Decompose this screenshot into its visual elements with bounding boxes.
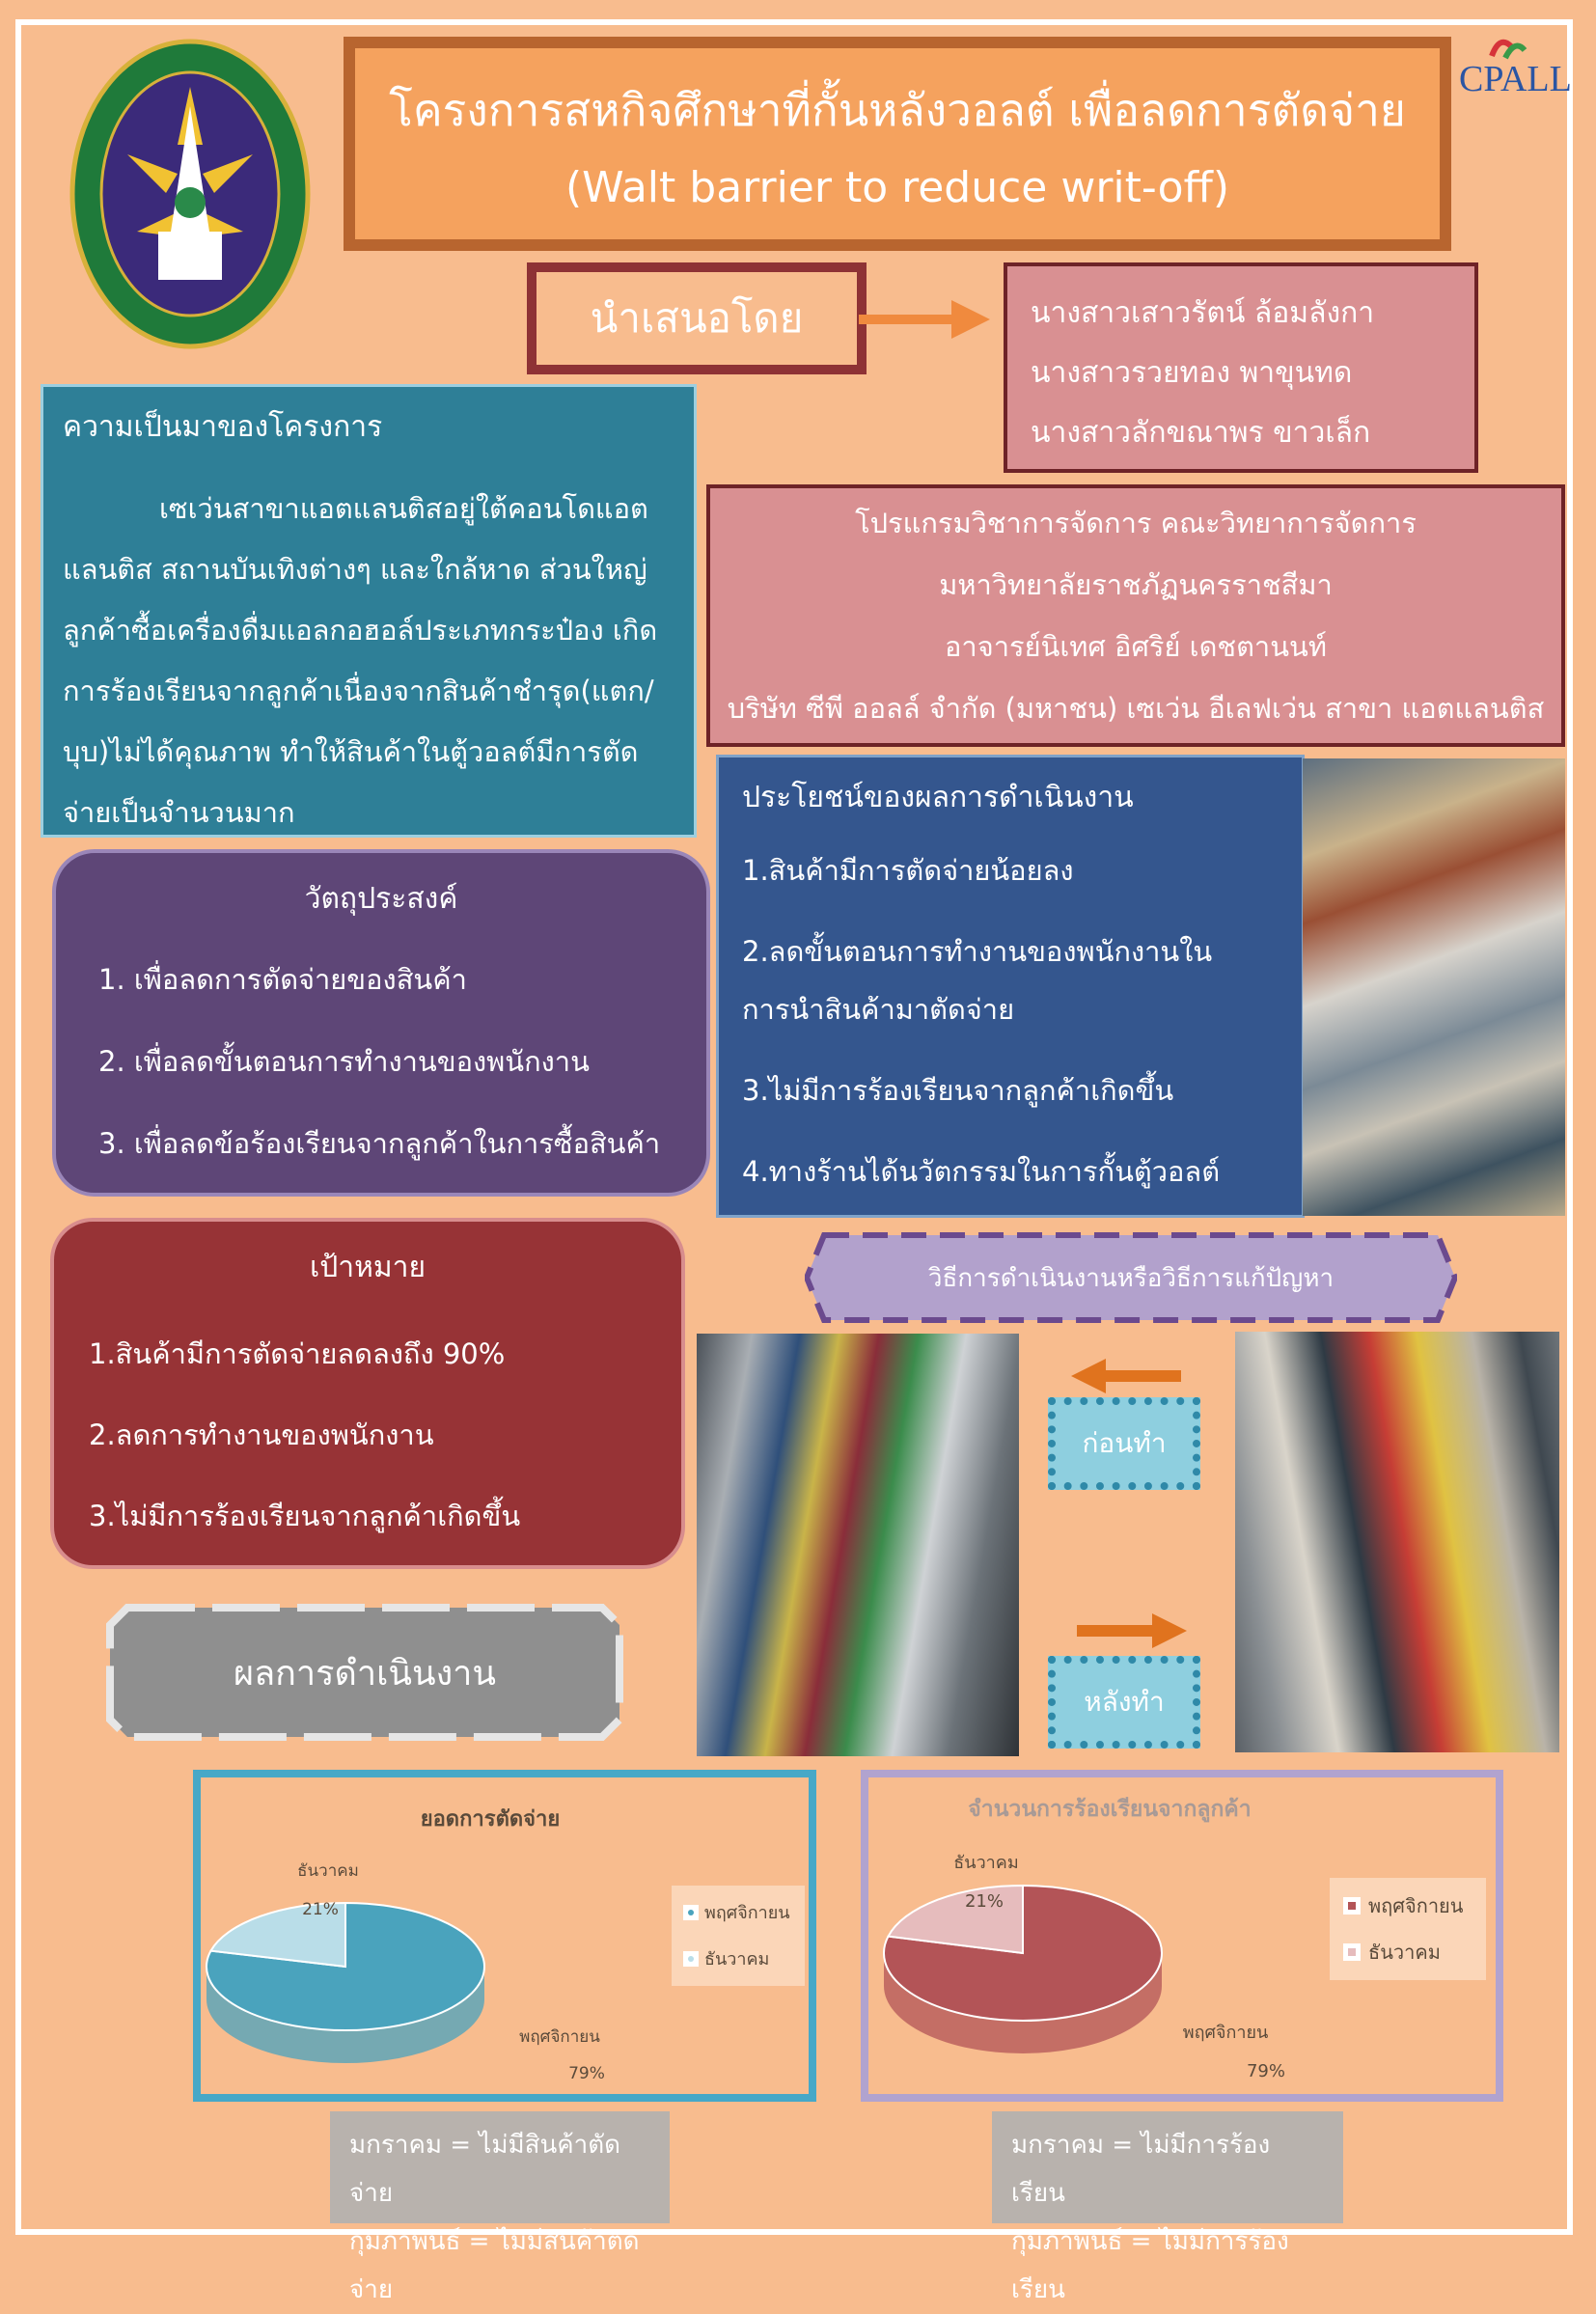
slice-category-label: ธันวาคม xyxy=(297,1861,359,1881)
presenter-name: นางสาวเสาวรัตน์ ล้อมลังกา xyxy=(1031,296,1375,330)
program-line: อาจารย์นิเทศ อิศริย์ เดชตานนท์ xyxy=(945,630,1327,663)
cpall-logo: CPALL xyxy=(1459,33,1572,100)
benefits-heading: ประโยชน์ของผลการดำเนินงาน xyxy=(742,781,1134,814)
cpall-logo-text: CPALL xyxy=(1459,59,1572,99)
slice-category-label: พฤศจิกายน xyxy=(519,2027,600,2047)
goals-section: เป้าหมาย 1.สินค้ามีการตัดจ่ายลดลงถึง 90%… xyxy=(50,1218,685,1569)
note-line: มกราคม = ไม่มีการร้องเรียน xyxy=(1011,2131,1271,2208)
before-photo xyxy=(697,1334,1019,1756)
background-heading: ความเป็นมาของโครงการ xyxy=(63,410,383,444)
benefits-section: ประโยชน์ของผลการดำเนินงาน 1.สินค้ามีการต… xyxy=(716,755,1305,1218)
complaint-note: มกราคม = ไม่มีการร้องเรียน กุมภาพันธ์ = … xyxy=(992,2111,1343,2304)
program-line: มหาวิทยาลัยราชภัฏนครราชสีมา xyxy=(939,568,1333,601)
before-tag: ก่อนทำ xyxy=(1048,1397,1200,1490)
objective-item: 3. เพื่อลดข้อร้องเรียนจากลูกค้าในการซื้อ… xyxy=(98,1127,661,1160)
chart-title: จำนวนการร้องเรียนจากลูกค้า xyxy=(968,1797,1251,1823)
chart-complaints: จำนวนการร้องเรียนจากลูกค้า ธันวาคม 21% พ… xyxy=(861,1770,1503,2102)
program-line: บริษัท ซีพี ออลล์ จำกัด (มหาชน) เซเว่น อ… xyxy=(727,692,1545,725)
shelf-photo xyxy=(1303,758,1565,1216)
title-line-1: โครงการสหกิจศึกษาที่กั้นหลังวอลต์ เพื่อล… xyxy=(389,84,1406,136)
slice-percent-label: 21% xyxy=(965,1891,1004,1912)
slice-percent-label: 79% xyxy=(1247,2061,1285,2081)
benefit-item: 2.ลดขั้นตอนการทำงานของพนักงานในการนำสินค… xyxy=(742,935,1213,1026)
legend-label: ธันวาคม xyxy=(1368,1941,1441,1964)
after-label: หลังทำ xyxy=(1084,1686,1165,1718)
arrow-right-icon xyxy=(1077,1613,1187,1648)
benefit-item: 3.ไม่มีการร้องเรียนจากลูกค้าเกิดขึ้น xyxy=(742,1074,1174,1107)
benefit-item: 1.สินค้ามีการตัดจ่ายน้อยลง xyxy=(742,854,1074,887)
chart-writeoff: ยอดการตัดจ่าย ธันวาคม 21% พฤศจิกายน 79% … xyxy=(193,1770,816,2102)
slice-category-label: ธันวาคม xyxy=(953,1853,1018,1873)
slice-percent-label: 21% xyxy=(302,1900,339,1919)
methods-banner: วิธีการดำเนินงานหรือวิธีการแก้ปัญหา xyxy=(805,1231,1457,1324)
arrow-right-icon xyxy=(859,300,990,339)
background-section: ความเป็นมาของโครงการ เซเว่นสาขาแอตแลนติส… xyxy=(41,384,697,838)
chart-writeoff-svg: ยอดการตัดจ่าย ธันวาคม 21% พฤศจิกายน 79% … xyxy=(206,1807,805,2083)
presenter-names: นางสาวเสาวรัตน์ ล้อมลังกา นางสาวรวยทอง พ… xyxy=(1004,262,1478,473)
chart-title: ยอดการตัดจ่าย xyxy=(421,1807,561,1832)
goal-item: 3.ไม่มีการร้องเรียนจากลูกค้าเกิดขึ้น xyxy=(89,1500,521,1532)
pie xyxy=(206,1901,485,2063)
note-line: กุมภาพันธ์ = ไม่มีสินค้าตัดจ่าย xyxy=(349,2227,640,2304)
pie-side xyxy=(206,1967,484,2063)
after-photo xyxy=(1235,1332,1559,1752)
title-banner: โครงการสหกิจศึกษาที่กั้นหลังวอลต์ เพื่อล… xyxy=(344,37,1451,251)
writeoff-note: มกราคม = ไม่มีสินค้าตัดจ่าย กุมภาพันธ์ =… xyxy=(330,2111,670,2304)
goal-item: 1.สินค้ามีการตัดจ่ายลดลงถึง 90% xyxy=(89,1337,506,1370)
university-logo xyxy=(69,39,311,349)
objective-item: 1. เพื่อลดการตัดจ่ายของสินค้า xyxy=(98,963,467,996)
goal-item: 2.ลดการทำงานของพนักงาน xyxy=(89,1419,434,1451)
legend-label: ธันวาคม xyxy=(704,1949,769,1970)
arrow-left-icon xyxy=(1071,1359,1181,1393)
slice-category-label: พฤศจิกายน xyxy=(1183,2023,1269,2043)
program-line: โปรแกรมวิชาการจัดการ คณะวิทยาการจัดการ xyxy=(855,507,1417,539)
presented-by-label: นำเสนอโดย xyxy=(590,294,804,342)
methods-label: วิธีการดำเนินงานหรือวิธีการแก้ปัญหา xyxy=(927,1263,1335,1293)
page-frame xyxy=(15,19,1573,2235)
slice-percent-label: 79% xyxy=(568,2064,605,2083)
presenter-name: นางสาวลักขณาพร ขาวเล็ก xyxy=(1031,416,1371,450)
background-body: เซเว่นสาขาแอตแลนติสอยู่ใต้คอนโดแอตแลนติส… xyxy=(63,492,658,829)
presented-by-label-box: นำเสนอโดย xyxy=(527,262,867,374)
pie-slice-ธันวาคม xyxy=(208,1901,346,1969)
objectives-section: วัตถุประสงค์ 1. เพื่อลดการตัดจ่ายของสินค… xyxy=(52,849,710,1197)
after-tag: หลังทำ xyxy=(1048,1656,1200,1749)
note-line: กุมภาพันธ์ = ไม่มีการร้องเรียน xyxy=(1011,2227,1289,2304)
presenter-name: นางสาวรวยทอง พาขุนทด xyxy=(1031,356,1353,390)
pie-side xyxy=(884,1953,1162,2053)
title-line-2: (Walt barrier to reduce writ-off) xyxy=(564,163,1229,212)
note-line: มกราคม = ไม่มีสินค้าตัดจ่าย xyxy=(349,2131,621,2208)
program-info: โปรแกรมวิชาการจัดการ คณะวิทยาการจัดการ ม… xyxy=(706,484,1565,747)
pie-slice-ธันวาคม xyxy=(886,1884,1024,1955)
legend xyxy=(1330,1878,1486,1980)
before-label: ก่อนทำ xyxy=(1082,1427,1167,1459)
benefit-item: 4.ทางร้านได้นวัตกรรมในการกั้นตู้วอลต์ xyxy=(742,1155,1221,1188)
goals-heading: เป้าหมาย xyxy=(309,1251,427,1284)
chart-complaints-svg: จำนวนการร้องเรียนจากลูกค้า ธันวาคม 21% พ… xyxy=(883,1797,1486,2081)
objective-item: 2. เพื่อลดขั้นตอนการทำงานของพนักงาน xyxy=(98,1045,590,1078)
results-banner: ผลการดำเนินงาน xyxy=(104,1602,625,1743)
pie xyxy=(883,1884,1163,2053)
legend-label: พฤศจิกายน xyxy=(704,1903,790,1923)
legend xyxy=(672,1886,805,1986)
legend-label: พฤศจิกายน xyxy=(1368,1894,1464,1917)
results-label: ผลการดำเนินงาน xyxy=(233,1653,497,1694)
objectives-heading: วัตถุประสงค์ xyxy=(304,882,458,916)
